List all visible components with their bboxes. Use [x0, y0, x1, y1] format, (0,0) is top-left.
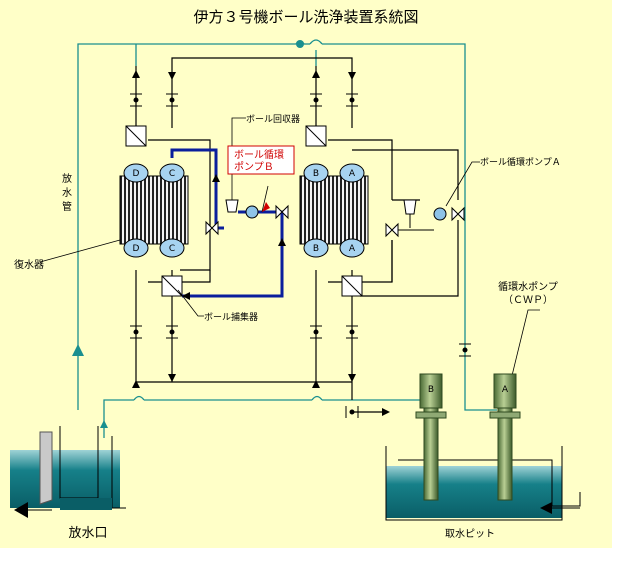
label-discharge-pipe-1: 放: [62, 172, 72, 185]
cwp-pump-a-label: A: [502, 385, 509, 395]
condenser-right: B A B A: [299, 163, 369, 258]
ball-circulation-line-b: [170, 148, 284, 298]
label-pump-b-line1: ボール循環: [234, 148, 284, 161]
condenser-left: D C D C: [119, 163, 189, 258]
cwp-pump-b: B: [415, 373, 447, 501]
strainers: [125, 125, 363, 297]
label-cwp-line2: （ＣＷＰ）: [503, 294, 553, 306]
unit-label-d-top: D: [133, 169, 140, 179]
label-ball-collector: ボール回収器: [246, 113, 300, 125]
pump-b-pointer-arrow: [262, 202, 270, 212]
label-discharge-pipe-2: 水: [62, 187, 72, 199]
discharge-outlet-basin: [10, 426, 126, 518]
unit-label-a-bottom: A: [349, 244, 356, 254]
label-cwp-line1: 循環水ポンプ: [498, 280, 558, 293]
ball-cleaning-system-diagram: 伊方３号機ボール洗浄装置系統図: [10, 8, 581, 541]
label-discharge-pipe-3: 管: [62, 200, 72, 213]
unit-label-a-top: A: [349, 169, 356, 179]
unit-label-b-bottom: B: [313, 244, 319, 254]
unit-label-d-bottom: D: [133, 244, 140, 254]
unit-label-b-top: B: [313, 169, 319, 179]
intake-pit-basin: [385, 446, 581, 521]
label-pump-b-line2: ポンプＢ: [234, 161, 274, 173]
ball-b-arrows: [182, 174, 286, 300]
cwp-pump-b-label: B: [428, 385, 434, 395]
pump-b-label-box: [227, 145, 295, 175]
cwp-pump-a: A: [489, 373, 521, 501]
flow-arrows: [72, 70, 390, 428]
diagram-canvas: 伊方３号機ボール洗浄装置系統図: [0, 0, 612, 548]
discharge-header-pipe: [77, 39, 497, 438]
label-ball-catcher: ボール捕集器: [204, 311, 258, 323]
label-condenser: 復水器: [14, 258, 44, 271]
label-outlet: 放水口: [68, 526, 107, 541]
unit-label-c-bottom: C: [169, 244, 175, 254]
unit-label-c-top: C: [169, 169, 175, 179]
label-intake-pit: 取水ピット: [445, 528, 495, 540]
ball-b-equipment: [205, 199, 289, 236]
ball-a-equipment: [385, 199, 465, 238]
isolation-valves: [130, 93, 471, 418]
page-title: 伊方３号機ボール洗浄装置系統図: [193, 8, 418, 26]
label-ball-pump-a: ボール循環ポンプＡ: [480, 156, 561, 168]
